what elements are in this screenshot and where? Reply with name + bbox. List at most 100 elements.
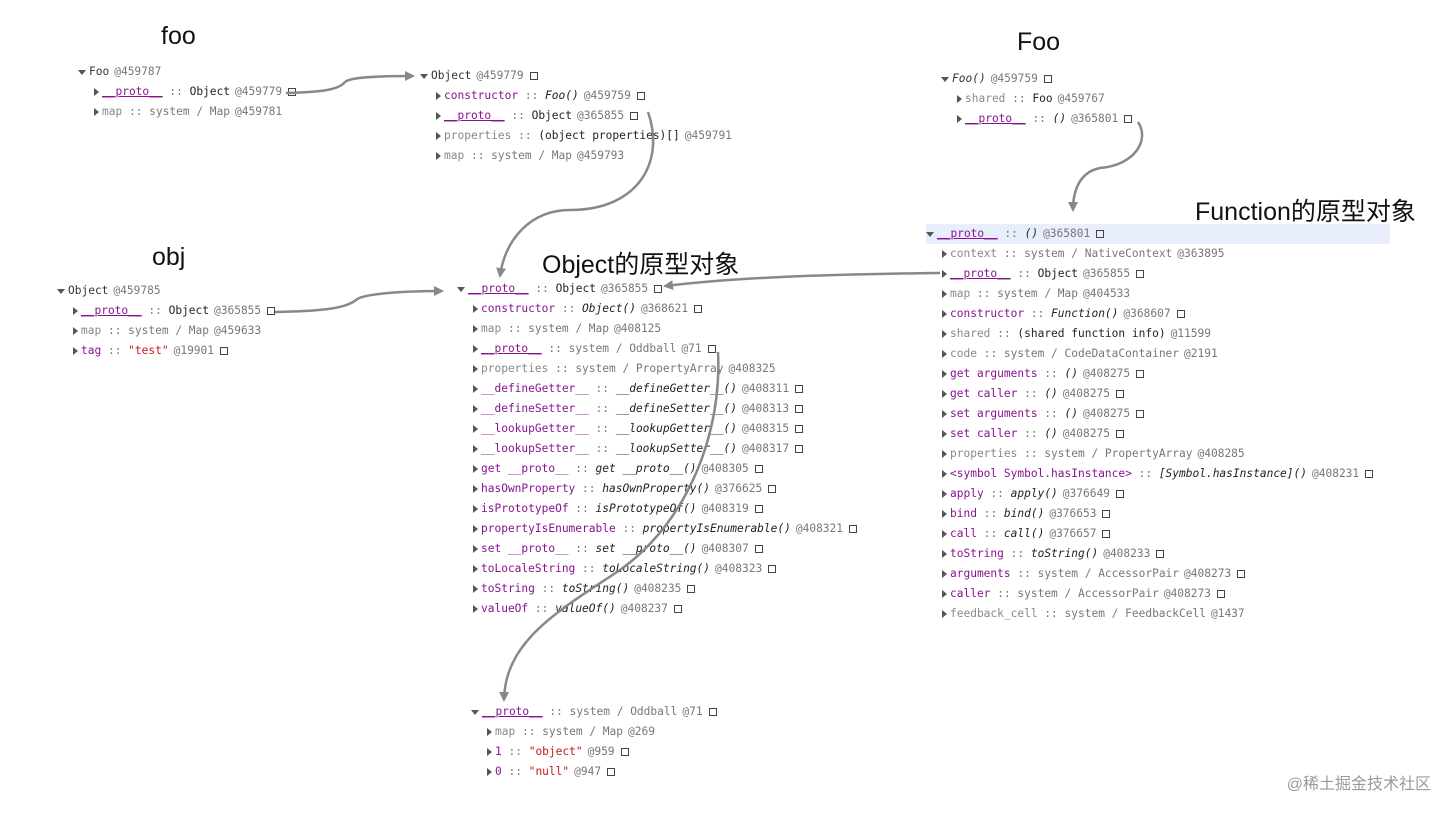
collapse-triangle-icon[interactable] (73, 327, 78, 335)
tree-row[interactable]: toString :: toString()@408233 (926, 544, 1390, 564)
collapse-triangle-icon[interactable] (94, 108, 99, 116)
tree-row[interactable]: __defineSetter__ :: __defineSetter__()@4… (457, 399, 857, 419)
tree-row[interactable]: code :: system / CodeDataContainer@2191 (926, 344, 1390, 364)
collapse-triangle-icon[interactable] (942, 270, 947, 278)
reveal-in-summary-icon[interactable] (768, 565, 777, 573)
tree-row[interactable]: valueOf :: valueOf()@408237 (457, 599, 857, 619)
collapse-triangle-icon[interactable] (73, 307, 78, 315)
collapse-triangle-icon[interactable] (942, 390, 947, 398)
expand-triangle-icon[interactable] (926, 232, 934, 237)
tree-row[interactable]: properties :: (object properties)[]@4597… (420, 126, 732, 146)
tree-row[interactable]: get caller :: ()@408275 (926, 384, 1390, 404)
collapse-triangle-icon[interactable] (942, 470, 947, 478)
expand-triangle-icon[interactable] (57, 289, 65, 294)
reveal-in-summary-icon[interactable] (1156, 550, 1165, 558)
collapse-triangle-icon[interactable] (942, 550, 947, 558)
tree-row[interactable]: call :: call()@376657 (926, 524, 1390, 544)
collapse-triangle-icon[interactable] (942, 610, 947, 618)
collapse-triangle-icon[interactable] (942, 590, 947, 598)
collapse-triangle-icon[interactable] (94, 88, 99, 96)
tree-row[interactable]: shared :: (shared function info)@11599 (926, 324, 1390, 344)
tree-row[interactable]: 1 :: "object"@959 (471, 742, 717, 762)
expand-triangle-icon[interactable] (457, 287, 465, 292)
reveal-in-summary-icon[interactable] (1176, 310, 1185, 318)
reveal-in-summary-icon[interactable] (1102, 530, 1111, 538)
tree-row[interactable]: hasOwnProperty :: hasOwnProperty()@37662… (457, 479, 857, 499)
collapse-triangle-icon[interactable] (487, 768, 492, 776)
collapse-triangle-icon[interactable] (473, 325, 478, 333)
tree-row[interactable]: toLocaleString :: toLocaleString()@40832… (457, 559, 857, 579)
tree-row[interactable]: Object@459785 (57, 281, 275, 301)
tree-row[interactable]: map :: system / Map@459781 (78, 102, 296, 122)
reveal-in-summary-icon[interactable] (1365, 470, 1374, 478)
tree-row[interactable]: map :: system / Map@404533 (926, 284, 1390, 304)
reveal-in-summary-icon[interactable] (607, 768, 616, 776)
collapse-triangle-icon[interactable] (942, 330, 947, 338)
reveal-in-summary-icon[interactable] (654, 285, 663, 293)
reveal-in-summary-icon[interactable] (795, 425, 804, 433)
reveal-in-summary-icon[interactable] (754, 505, 763, 513)
collapse-triangle-icon[interactable] (473, 445, 478, 453)
reveal-in-summary-icon[interactable] (630, 112, 639, 120)
collapse-triangle-icon[interactable] (473, 365, 478, 373)
collapse-triangle-icon[interactable] (942, 450, 947, 458)
reveal-in-summary-icon[interactable] (529, 72, 538, 80)
tree-row[interactable]: __proto__ :: Object@365855 (420, 106, 732, 126)
reveal-in-summary-icon[interactable] (636, 92, 645, 100)
tree-row[interactable]: <symbol Symbol.hasInstance> :: [Symbol.h… (926, 464, 1390, 484)
reveal-in-summary-icon[interactable] (1136, 370, 1145, 378)
reveal-in-summary-icon[interactable] (288, 88, 297, 96)
reveal-in-summary-icon[interactable] (795, 385, 804, 393)
reveal-in-summary-icon[interactable] (1115, 430, 1124, 438)
reveal-in-summary-icon[interactable] (1136, 270, 1145, 278)
reveal-in-summary-icon[interactable] (707, 345, 716, 353)
tree-row[interactable]: 0 :: "null"@947 (471, 762, 717, 782)
collapse-triangle-icon[interactable] (942, 430, 947, 438)
reveal-in-summary-icon[interactable] (694, 305, 703, 313)
collapse-triangle-icon[interactable] (942, 510, 947, 518)
expand-triangle-icon[interactable] (78, 70, 86, 75)
collapse-triangle-icon[interactable] (942, 410, 947, 418)
collapse-triangle-icon[interactable] (487, 748, 492, 756)
collapse-triangle-icon[interactable] (942, 310, 947, 318)
reveal-in-summary-icon[interactable] (1124, 115, 1133, 123)
tree-row[interactable]: __proto__ :: system / Oddball@71 (457, 339, 857, 359)
expand-triangle-icon[interactable] (941, 77, 949, 82)
collapse-triangle-icon[interactable] (473, 385, 478, 393)
collapse-triangle-icon[interactable] (957, 115, 962, 123)
tree-row[interactable]: caller :: system / AccessorPair@408273 (926, 584, 1390, 604)
collapse-triangle-icon[interactable] (473, 425, 478, 433)
tree-row[interactable]: get arguments :: ()@408275 (926, 364, 1390, 384)
reveal-in-summary-icon[interactable] (1102, 510, 1111, 518)
collapse-triangle-icon[interactable] (473, 605, 478, 613)
tree-row[interactable]: set arguments :: ()@408275 (926, 404, 1390, 424)
collapse-triangle-icon[interactable] (436, 92, 441, 100)
tree-row[interactable]: arguments :: system / AccessorPair@40827… (926, 564, 1390, 584)
tree-row[interactable]: properties :: system / PropertyArray@408… (926, 444, 1390, 464)
collapse-triangle-icon[interactable] (942, 250, 947, 258)
reveal-in-summary-icon[interactable] (1216, 590, 1225, 598)
tree-row[interactable]: map :: system / Map@459793 (420, 146, 732, 166)
reveal-in-summary-icon[interactable] (1096, 230, 1105, 238)
reveal-in-summary-icon[interactable] (795, 405, 804, 413)
collapse-triangle-icon[interactable] (473, 305, 478, 313)
reveal-in-summary-icon[interactable] (687, 585, 696, 593)
reveal-in-summary-icon[interactable] (1115, 390, 1124, 398)
collapse-triangle-icon[interactable] (942, 290, 947, 298)
collapse-triangle-icon[interactable] (942, 530, 947, 538)
tree-row[interactable]: constructor :: Object()@368621 (457, 299, 857, 319)
tree-row[interactable]: __proto__ :: ()@365801 (941, 109, 1133, 129)
tree-row[interactable]: map :: system / Map@459633 (57, 321, 275, 341)
reveal-in-summary-icon[interactable] (1136, 410, 1145, 418)
reveal-in-summary-icon[interactable] (620, 748, 629, 756)
tree-row[interactable]: apply :: apply()@376649 (926, 484, 1390, 504)
tree-row[interactable]: isPrototypeOf :: isPrototypeOf()@408319 (457, 499, 857, 519)
tree-row[interactable]: set __proto__ :: set __proto__()@408307 (457, 539, 857, 559)
reveal-in-summary-icon[interactable] (795, 445, 804, 453)
reveal-in-summary-icon[interactable] (673, 605, 682, 613)
tree-row[interactable]: __lookupSetter__ :: __lookupSetter__()@4… (457, 439, 857, 459)
tree-row[interactable]: __proto__ :: Object@365855 (457, 279, 857, 299)
collapse-triangle-icon[interactable] (942, 370, 947, 378)
collapse-triangle-icon[interactable] (942, 350, 947, 358)
reveal-in-summary-icon[interactable] (768, 485, 777, 493)
